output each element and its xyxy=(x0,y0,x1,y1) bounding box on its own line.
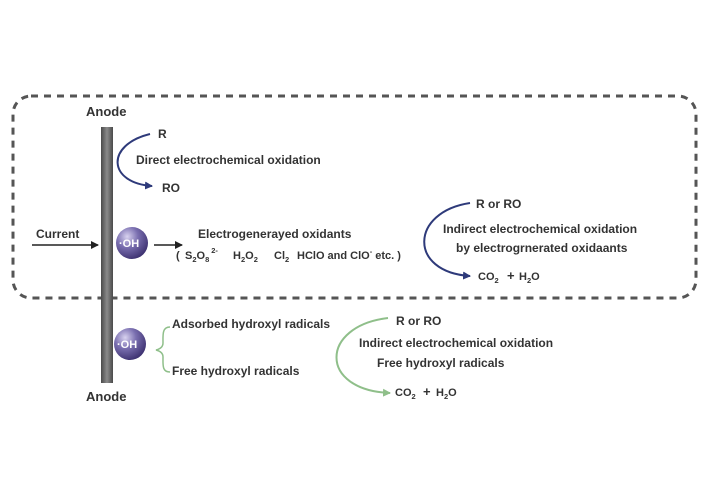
oh-radical-sphere-upper xyxy=(116,227,148,259)
peroxide-formula: H2O2 xyxy=(233,250,258,264)
r-or-ro-label-2: R or RO xyxy=(396,314,441,328)
products-1: CO2 + H2O xyxy=(478,268,540,285)
r-label-top: R xyxy=(158,127,167,141)
current-label: Current xyxy=(36,227,79,241)
electrogenerated-oxidants-label: Electrogenerayed oxidants xyxy=(198,227,352,241)
chlorine-formula: Cl2 xyxy=(274,250,289,264)
dashed-boundary xyxy=(11,94,698,300)
ro-label: RO xyxy=(162,181,180,195)
products-2: CO2 + H2O xyxy=(395,384,457,401)
anode-electrode xyxy=(101,127,113,383)
indirect-oxidation-label-2: Indirect electrochemical oxidation xyxy=(359,336,553,350)
persulfate-formula: S2O82- xyxy=(185,246,218,264)
direct-oxidation-arrow xyxy=(116,133,153,190)
free-radicals-label-2: Free hydroxyl radicals xyxy=(377,356,505,370)
indirect-oxidation-arrow-2 xyxy=(335,317,391,397)
oh-radical-sphere-lower xyxy=(114,328,146,360)
direct-oxidation-label: Direct electrochemical oxidation xyxy=(136,153,321,167)
radical-type-brace xyxy=(155,326,171,373)
oh-radical-label-lower: ·OH xyxy=(117,339,137,351)
adsorbed-radicals-label: Adsorbed hydroxyl radicals xyxy=(172,317,330,331)
plus-sign-2: + xyxy=(423,384,431,399)
h2o-formula-1: H2O xyxy=(519,271,540,285)
by-electrogenerated-label: by electrogrnerated oxidaants xyxy=(456,241,628,255)
plus-sign-1: + xyxy=(507,268,515,283)
co2-formula-2: CO2 xyxy=(395,387,416,401)
indirect-oxidation-label-1: Indirect electrochemical oxidation xyxy=(443,222,637,236)
r-or-ro-label-1: R or RO xyxy=(476,197,521,211)
oxidant-formulas: ( S2O82- H2O2 Cl2 HClO and ClO-etc. ) xyxy=(176,246,401,264)
h2o-formula-2: H2O xyxy=(436,387,457,401)
free-radicals-label: Free hydroxyl radicals xyxy=(172,364,300,378)
oh-radical-label-upper: ·OH xyxy=(119,238,139,250)
paren-open: ( xyxy=(176,250,180,262)
hypochlorous-formula: HClO and ClO-etc. ) xyxy=(297,247,401,262)
indirect-oxidation-arrow-1 xyxy=(423,202,471,280)
co2-formula-1: CO2 xyxy=(478,271,499,285)
anode-label-bottom: Anode xyxy=(86,389,126,404)
anode-label-top: Anode xyxy=(86,104,126,119)
